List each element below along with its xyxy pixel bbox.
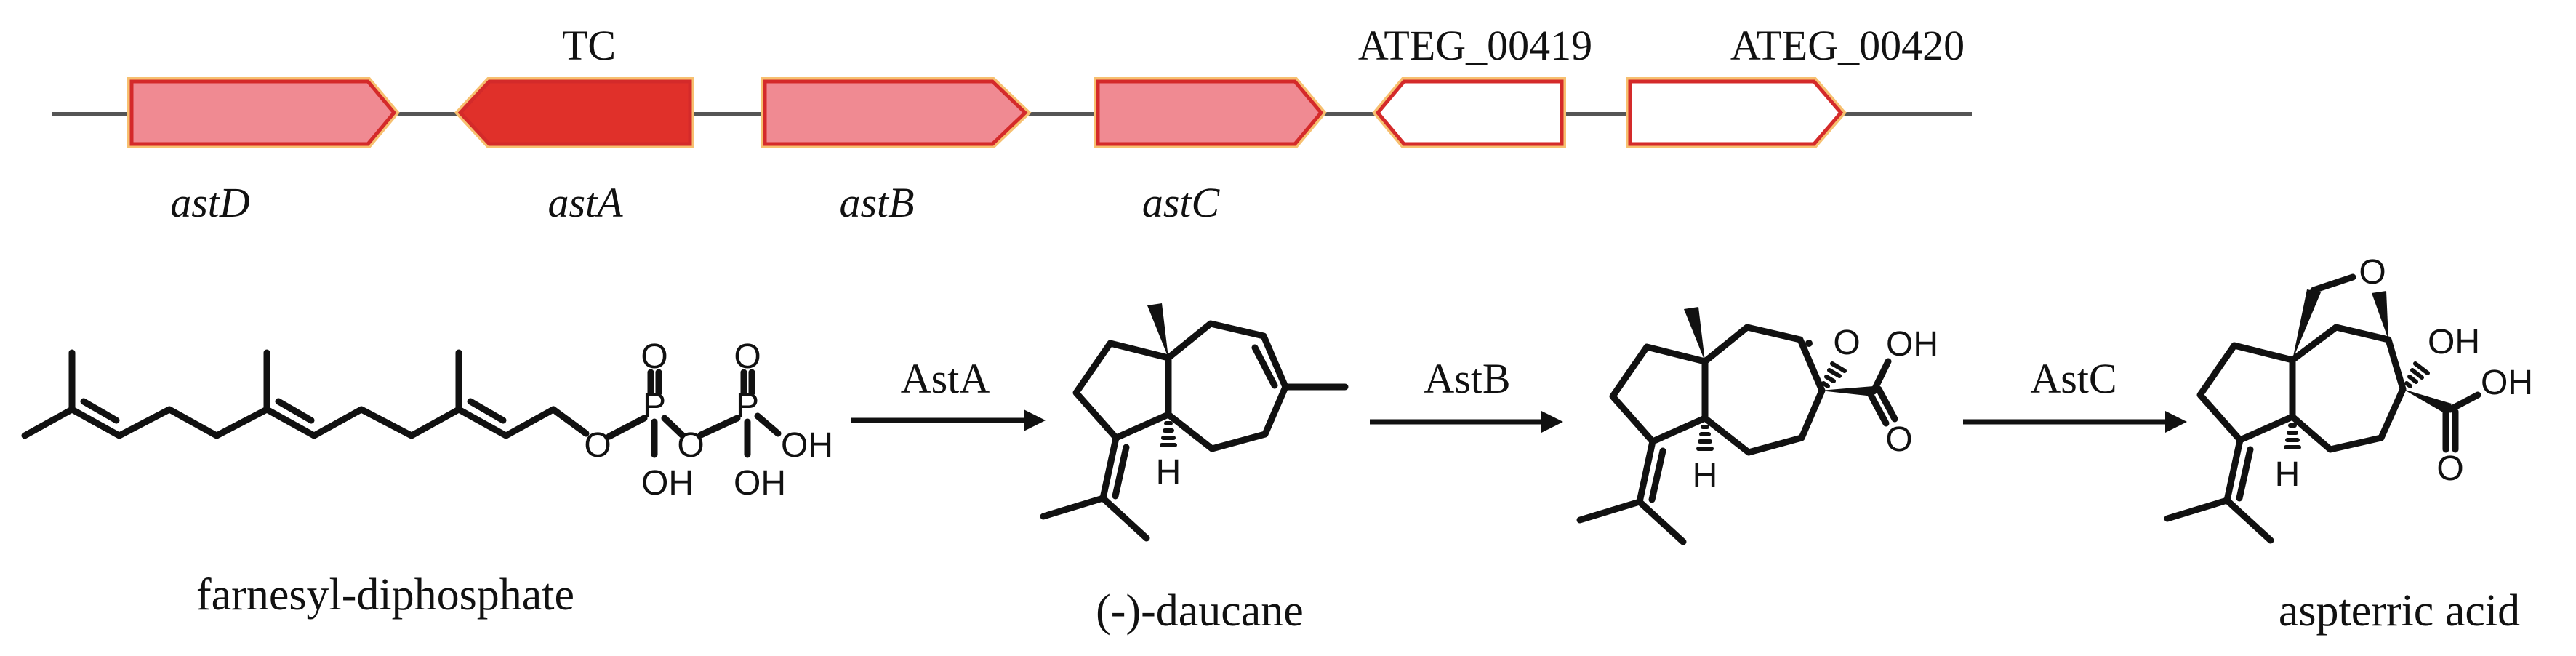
atom-label: OH: [781, 426, 833, 465]
compound-name-daucane: (-)-daucane: [1096, 586, 1304, 636]
arrowhead-icon: [1541, 411, 1563, 433]
arrowhead-icon: [2165, 411, 2187, 433]
atom-label: O: [734, 337, 761, 376]
gene-astB: [761, 77, 1032, 148]
enzyme-label-astc: AstC: [2030, 355, 2116, 402]
arrowhead-icon: [1024, 409, 1046, 431]
atom-label: O: [677, 426, 704, 465]
gene-label-ateg-00419: ATEG_00419: [1358, 22, 1592, 69]
atom-label: O: [641, 337, 667, 376]
enzyme-label-asta: AstA: [901, 355, 990, 402]
reaction-arrow-1: [851, 409, 1046, 431]
gene-name-astD: astD: [170, 179, 250, 226]
reaction-arrow-2: [1370, 411, 1563, 433]
gene-name-astC: astC: [1142, 179, 1221, 226]
gene-name-astB: astB: [839, 179, 914, 226]
gene-name-astA: astA: [547, 179, 623, 226]
gene-label-ateg-00420: ATEG_00420: [1730, 22, 1965, 69]
compound-name-aspterric-acid: aspterric acid: [2279, 586, 2520, 636]
atom-label: OH: [2428, 323, 2480, 361]
structure-farnesyl-diphosphate: O P O OH O P O OH OH: [21, 337, 833, 503]
atom-label: P: [736, 387, 759, 425]
gene-ATEG-00420: [1626, 77, 1847, 148]
structure-daucane: H: [1040, 303, 1349, 542]
atom-label: O: [2436, 449, 2463, 488]
reaction-arrow-3: [1963, 411, 2187, 433]
atom-label: O: [2359, 253, 2386, 292]
atom-label: OH: [2481, 364, 2533, 402]
gene-astC: [1094, 77, 1327, 148]
atom-label: H: [1156, 453, 1181, 492]
enzyme-label-astb: AstB: [1424, 355, 1510, 402]
gene-label-tc: TC: [562, 22, 616, 69]
gene-astA: [454, 77, 694, 148]
atom-label: H: [1693, 457, 1718, 495]
atom-label: OH: [1886, 325, 1938, 364]
structure-aspterric-acid: H O OH OH O: [2164, 253, 2533, 544]
atom-label: O: [1885, 420, 1912, 459]
structure-epoxide-intermediate: H O OH O: [1576, 307, 1938, 545]
compound-name-fpp: farnesyl-diphosphate: [196, 570, 574, 620]
atom-label: P: [643, 387, 666, 425]
atom-label: O: [584, 426, 611, 465]
atom-label: H: [2275, 455, 2300, 494]
atom-label: OH: [641, 464, 694, 503]
atom-label: O: [1833, 324, 1860, 362]
gene-cluster: TC ATEG_00419 ATEG_00420 astD astA astB …: [52, 22, 1972, 226]
gene-astD: [127, 77, 400, 148]
gene-ATEG-00419: [1372, 77, 1566, 148]
atom-label: OH: [734, 464, 786, 503]
